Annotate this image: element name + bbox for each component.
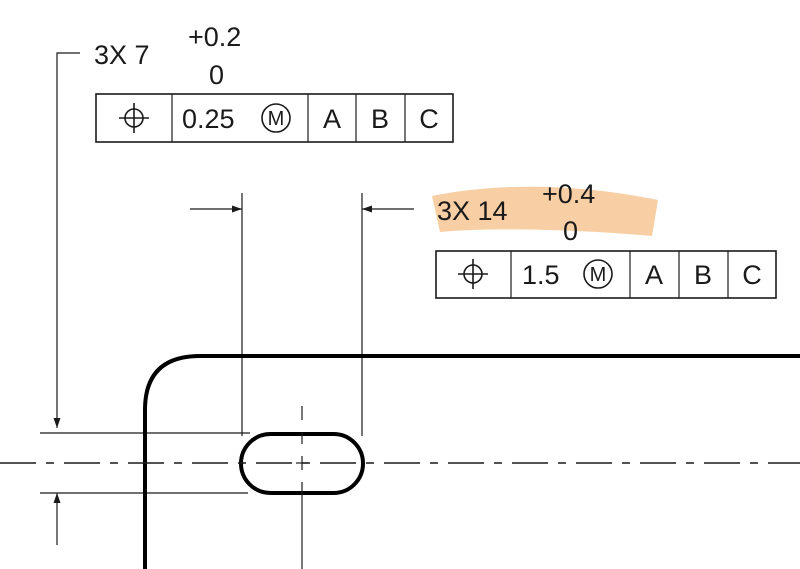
feature-control-frame: 1.5 M A B C xyxy=(435,250,777,299)
part-outline xyxy=(143,354,800,569)
datum-c: C xyxy=(742,260,762,290)
leader-line xyxy=(53,52,80,428)
svg-text:M: M xyxy=(590,264,607,286)
upper-tolerance-text: +0.4 xyxy=(542,179,595,209)
count-size-text: 3X 7 xyxy=(94,40,150,70)
slot-length-callout: 3X 14 +0.4 0 1.5 M A B C xyxy=(432,179,777,299)
slot-width-callout: 3X 7 +0.2 0 0.25 M A B C xyxy=(53,22,454,428)
slot-length-dimension xyxy=(190,193,414,436)
lower-tolerance-text: 0 xyxy=(209,60,224,90)
position-icon xyxy=(458,259,488,289)
position-tolerance-value: 1.5 xyxy=(522,260,560,290)
lower-tolerance-text: 0 xyxy=(563,216,578,246)
mmc-modifier-icon: M xyxy=(583,259,613,289)
count-size-text: 3X 14 xyxy=(437,196,508,226)
datum-b: B xyxy=(371,104,389,134)
datum-a: A xyxy=(323,104,341,134)
highlight-marker xyxy=(432,186,658,236)
datum-b: B xyxy=(694,260,712,290)
feature-control-frame: 0.25 M A B C xyxy=(95,93,454,143)
datum-a: A xyxy=(645,260,663,290)
datum-c: C xyxy=(419,104,439,134)
svg-text:M: M xyxy=(268,108,285,130)
slot-center-mark xyxy=(296,406,308,569)
upper-tolerance-text: +0.2 xyxy=(188,22,241,52)
mmc-modifier-icon: M xyxy=(261,103,291,133)
position-tolerance-value: 0.25 xyxy=(182,104,235,134)
position-icon xyxy=(119,103,149,133)
